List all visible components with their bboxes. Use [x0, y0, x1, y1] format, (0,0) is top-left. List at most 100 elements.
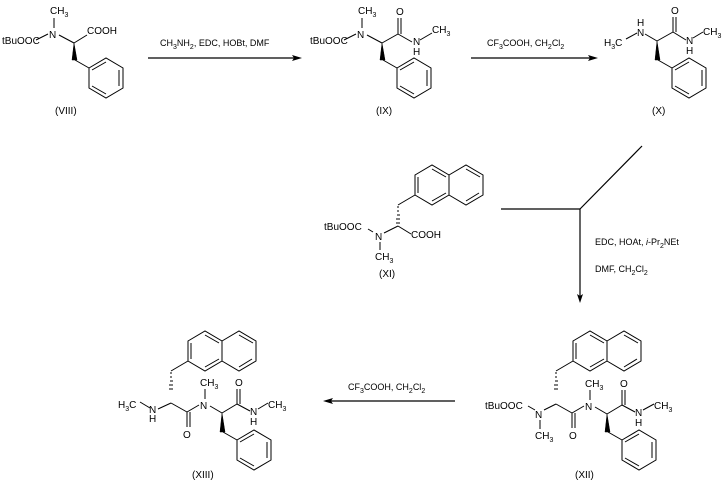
bond [621, 404, 636, 413]
amide-nitrogen: N [686, 36, 693, 47]
benzene-ring [88, 57, 124, 99]
amide-hydrogen: H [635, 418, 642, 429]
carboxylic-acid-label: COOH [87, 26, 117, 37]
naphthalene-ring [414, 164, 484, 206]
bond [74, 59, 90, 69]
compound-label: (XII) [575, 470, 594, 481]
amide-methyl-label: CH3 [268, 400, 286, 413]
wedge-bond [604, 413, 611, 433]
amine-nitrogen: N [637, 28, 644, 39]
amine-nitrogen: N [149, 405, 156, 416]
amide-methyl-label: CH3 [654, 401, 672, 414]
bond [186, 404, 200, 413]
bond [397, 225, 412, 235]
compound-xiii: H3C N H O N CH3 O N H CH3 (XIII) [118, 330, 286, 481]
bond [527, 405, 536, 411]
compound-label: (X) [652, 106, 665, 117]
reaction-arrow-1: CH3NH2, EDC, HOBt, DMF [148, 38, 302, 61]
bond [644, 33, 658, 42]
compound-xii: tBuOOC N CH3 O N CH3 O N H CH3 (XII) [485, 330, 672, 481]
bond [170, 360, 189, 372]
amine-hydrogen: H [149, 414, 156, 425]
bond [383, 225, 399, 234]
bond [594, 406, 608, 415]
reagents-1: CH3NH2, EDC, HOBt, DMF [160, 38, 270, 51]
amide-methyl-label: CH3 [432, 25, 450, 38]
compound-label: (IX) [376, 106, 392, 117]
carboxylic-acid-label: COOH [411, 230, 441, 241]
wedge-bond [654, 40, 661, 61]
bond [209, 405, 223, 414]
protecting-group-label: tBuOOC [2, 36, 40, 47]
protecting-group-label: tBuOOC [485, 401, 523, 412]
nitrogen-atom-2: N [200, 401, 207, 412]
protecting-group-label: tBuOOC [310, 36, 348, 47]
hashed-wedge-bond [169, 372, 173, 390]
bond [555, 360, 574, 372]
protecting-group-label: tBuOOC [324, 222, 362, 233]
bond [157, 402, 172, 410]
bond [625, 32, 638, 40]
bond [692, 31, 704, 39]
arrow-branch-from-x [579, 145, 643, 210]
bond [343, 33, 357, 41]
amine-hydrogen: H [637, 18, 644, 29]
amide-hydrogen: H [413, 47, 420, 58]
bond [35, 33, 49, 41]
nitrogen-atom: N [357, 30, 364, 41]
benzene-ring [236, 429, 272, 471]
bond [397, 33, 413, 43]
bond [236, 403, 251, 412]
hashed-wedge-bond [554, 372, 558, 390]
methyl-left-label: H3C [118, 400, 136, 413]
compound-xi: COOH N tBuOOC CH3 (XI) [324, 164, 484, 280]
bond [170, 402, 188, 413]
naphthalene-ring [572, 330, 642, 372]
compound-label: (VIII) [55, 106, 77, 117]
methyl-left-label: H3C [604, 38, 622, 51]
benzene-ring [671, 57, 707, 99]
bond [657, 59, 673, 69]
reagents-4: CF3COOH, CH2Cl2 [348, 382, 425, 395]
bond [555, 403, 573, 414]
carbonyl-oxygen: O [671, 6, 679, 17]
n2-methyl-label: CH3 [585, 379, 603, 392]
bond [397, 194, 416, 206]
compound-x: H3C N H O N H CH3 (X) [604, 6, 721, 117]
n-methyl-label: CH3 [358, 6, 376, 19]
amide-hydrogen: H [686, 46, 693, 57]
arrowhead [323, 398, 333, 404]
bond [607, 431, 623, 441]
amide-methyl-label: CH3 [703, 27, 721, 40]
arrowhead [588, 55, 598, 61]
bond [571, 405, 585, 414]
amide-nitrogen: N [250, 407, 257, 418]
wedge-bond [219, 412, 226, 433]
bond [366, 34, 383, 44]
carbonyl-oxygen: O [396, 7, 404, 18]
bond [419, 32, 433, 41]
reagents-3-line-1: EDC, HOAt, i-Pr2NEt [595, 237, 679, 250]
bond [257, 402, 269, 410]
bond [381, 33, 399, 44]
reaction-arrow-3: EDC, HOAt, i-Pr2NEt DMF, CH2Cl2 [501, 145, 679, 303]
amide-nitrogen: N [635, 408, 642, 419]
n-methyl-label: CH3 [375, 252, 393, 265]
bond [139, 401, 151, 409]
nitrogen-atom: N [535, 410, 542, 421]
reagents-2: CF3COOH, CH2Cl2 [487, 38, 564, 51]
carbonyl-oxygen-2: O [235, 378, 243, 389]
amide-hydrogen: H [250, 417, 257, 428]
reagents-3-line-2: DMF, CH2Cl2 [595, 264, 648, 277]
wedge-bond [379, 42, 386, 61]
hashed-wedge-bond [396, 206, 400, 224]
nitrogen-atom: N [375, 232, 382, 243]
bond [222, 431, 238, 441]
bond [221, 403, 238, 414]
bond [73, 34, 88, 44]
carbonyl-oxygen-1: O [569, 431, 577, 442]
n-methyl-label: CH3 [535, 431, 553, 444]
nitrogen-atom: N [49, 30, 56, 41]
compound-label: (XIII) [192, 470, 214, 481]
